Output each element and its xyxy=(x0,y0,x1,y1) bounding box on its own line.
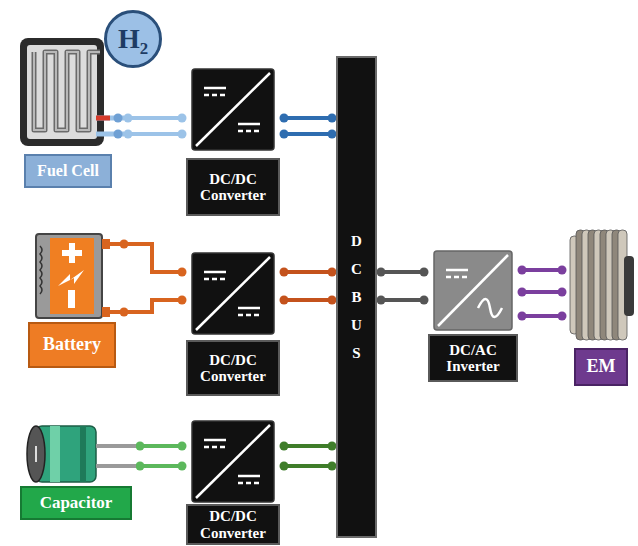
wire-terminal xyxy=(120,308,129,317)
battery-drawing xyxy=(28,232,120,320)
wire-terminal xyxy=(518,312,527,321)
wire-terminal xyxy=(377,268,386,277)
fuel-cell: Fuel Cell xyxy=(18,34,124,190)
block-label: Battery xyxy=(43,335,101,355)
block-label: Capacitor xyxy=(40,494,113,513)
wire-terminal xyxy=(178,268,187,277)
bus-label: DC BUS xyxy=(349,227,364,367)
converter-block-drawing xyxy=(186,68,280,152)
wire-terminal xyxy=(280,268,289,277)
wire-terminal xyxy=(518,266,527,275)
converter-block-drawing xyxy=(186,420,280,504)
wire-terminal xyxy=(136,462,145,471)
wire-terminal xyxy=(558,266,567,275)
wire-terminal xyxy=(178,130,187,139)
wire-terminal xyxy=(420,268,429,277)
power-wire xyxy=(124,114,187,139)
wire-terminal xyxy=(280,130,289,139)
power-wire xyxy=(280,442,337,471)
wire-line xyxy=(120,300,186,312)
wire-terminal xyxy=(136,442,145,451)
inverter-block-drawing xyxy=(428,250,518,332)
wire-terminal xyxy=(377,296,386,305)
block-label: DC/AC Inverter xyxy=(433,342,513,375)
inverter-block: DC/AC Inverter xyxy=(428,250,518,382)
power-wire xyxy=(280,114,337,139)
power-wire xyxy=(120,240,187,317)
label-box: DC/DC Converter xyxy=(186,340,280,396)
label-box: Fuel Cell xyxy=(24,154,112,188)
wire-terminal xyxy=(558,312,567,321)
wire-line xyxy=(124,132,186,136)
wire-terminal xyxy=(178,114,187,123)
wire-terminal xyxy=(518,288,527,297)
electric-motor: EM xyxy=(566,226,636,388)
power-wire xyxy=(280,268,337,305)
capacitor: Capacitor xyxy=(20,422,136,522)
converter-block: DC/DC Converter xyxy=(186,420,280,545)
wire-terminal xyxy=(280,442,289,451)
power-wire xyxy=(518,266,567,321)
block-label: Fuel Cell xyxy=(37,162,99,180)
wire-terminal xyxy=(280,296,289,305)
block-label: EM xyxy=(587,357,616,377)
wire-terminal xyxy=(420,296,429,305)
wire-terminal xyxy=(280,462,289,471)
block-label: DC/DC Converter xyxy=(191,171,275,204)
label-box: EM xyxy=(574,348,628,386)
dc-bus: DC BUS xyxy=(336,56,377,538)
label-box: DC/DC Converter xyxy=(186,504,280,545)
electric-motor-drawing xyxy=(566,226,636,346)
wire-terminal xyxy=(124,114,133,123)
power-wire xyxy=(136,442,187,471)
converter-block: DC/DC Converter xyxy=(186,68,280,216)
wire-terminal xyxy=(178,442,187,451)
hydrogen-badge: H₂ xyxy=(104,10,162,68)
wire-terminal xyxy=(178,296,187,305)
block-label: DC/DC Converter xyxy=(191,352,275,385)
wire-terminal xyxy=(558,288,567,297)
wire-terminal xyxy=(120,240,129,249)
label-box: DC/AC Inverter xyxy=(428,334,518,382)
power-wire xyxy=(377,268,429,305)
battery: Battery xyxy=(28,232,120,370)
wire-terminal xyxy=(178,462,187,471)
wire-line xyxy=(120,244,186,272)
fuel-label: H₂ xyxy=(118,24,148,55)
converter-block: DC/DC Converter xyxy=(186,252,280,396)
wire-terminal xyxy=(280,114,289,123)
wire-terminal xyxy=(124,130,133,139)
wire-line xyxy=(124,116,186,120)
capacitor-drawing xyxy=(20,422,136,486)
converter-block-drawing xyxy=(186,252,280,336)
label-box: DC/DC Converter xyxy=(186,158,280,216)
label-box: Battery xyxy=(28,322,116,368)
label-box: Capacitor xyxy=(20,486,132,520)
block-label: DC/DC Converter xyxy=(191,508,275,541)
